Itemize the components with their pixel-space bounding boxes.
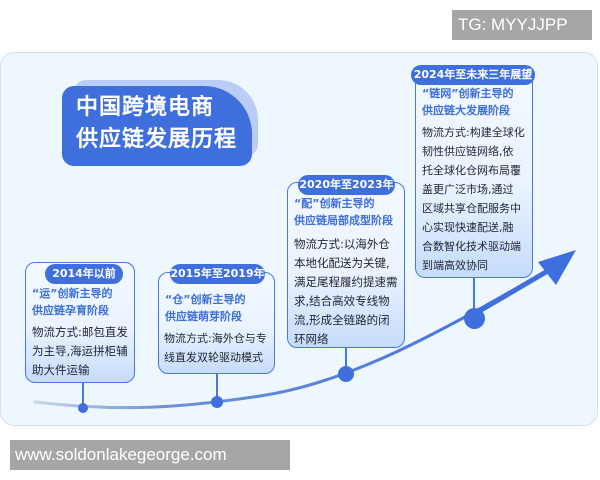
stage-subtitle: “运”创新主导的 供应链孕育阶段	[32, 287, 113, 317]
stage-connector	[345, 348, 347, 368]
stage-subtitle: “仓”创新主导的 供应链萌芽阶段	[165, 293, 246, 323]
watermark-top: TG: MYYJJPP	[452, 10, 592, 40]
stage-subtitle: “链网”创新主导的 供应链大发展阶段	[422, 87, 514, 117]
stage-dot	[464, 308, 485, 329]
arrow-head-icon	[538, 250, 576, 285]
stage-connector	[82, 383, 84, 405]
stage-body: 物流方式:构建全球化 韧性供应链网络,依 托全球化仓网布局覆 盖更广泛市场,通过…	[422, 126, 525, 272]
stage-period-badge: 2014年以前	[45, 264, 123, 284]
stage-body: 物流方式:海外仓与专 线直发双轮驱动模式	[164, 332, 267, 364]
stage-dot	[211, 396, 223, 408]
stage-connector	[473, 278, 475, 312]
stage-body: 物流方式:以海外仓 本地化配送为关键, 满足尾程履约提速需 求,结合高效专线物 …	[294, 237, 398, 346]
stage-period-badge: 2024年至未来三年展望	[411, 65, 535, 85]
watermark-bottom: www.soldonlakegeorge.com	[10, 440, 290, 470]
title-line-2: 供应链发展历程	[76, 127, 238, 152]
stage-card-1: “运”创新主导的 供应链孕育阶段 物流方式:邮包直发 为主导,海运拼柜辅 助大件…	[25, 262, 135, 383]
watermark-bottom-text: www.soldonlakegeorge.com	[15, 445, 227, 464]
stage-body: 物流方式:邮包直发 为主导,海运拼柜辅 助大件运输	[32, 325, 128, 377]
stage-dot	[78, 403, 88, 413]
stage-dot	[338, 366, 354, 382]
stage-period-badge: 2020年至2023年	[298, 175, 395, 195]
stage-card-3: “配”创新主导的 供应链局部成型阶段 物流方式:以海外仓 本地化配送为关键, 满…	[287, 182, 405, 348]
page-title: 中国跨境电商 供应链发展历程	[62, 86, 252, 166]
stage-card-4: “链网”创新主导的 供应链大发展阶段 物流方式:构建全球化 韧性供应链网络,依 …	[415, 72, 533, 278]
watermark-top-text: TG: MYYJJPP	[458, 15, 568, 34]
stage-subtitle: “配”创新主导的 供应链局部成型阶段	[294, 197, 393, 227]
stage-card-2: “仓”创新主导的 供应链萌芽阶段 物流方式:海外仓与专 线直发双轮驱动模式	[158, 272, 275, 374]
title-line-1: 中国跨境电商	[76, 95, 215, 120]
stage-period-badge: 2015年至2019年	[170, 264, 265, 284]
stage-connector	[216, 374, 218, 398]
